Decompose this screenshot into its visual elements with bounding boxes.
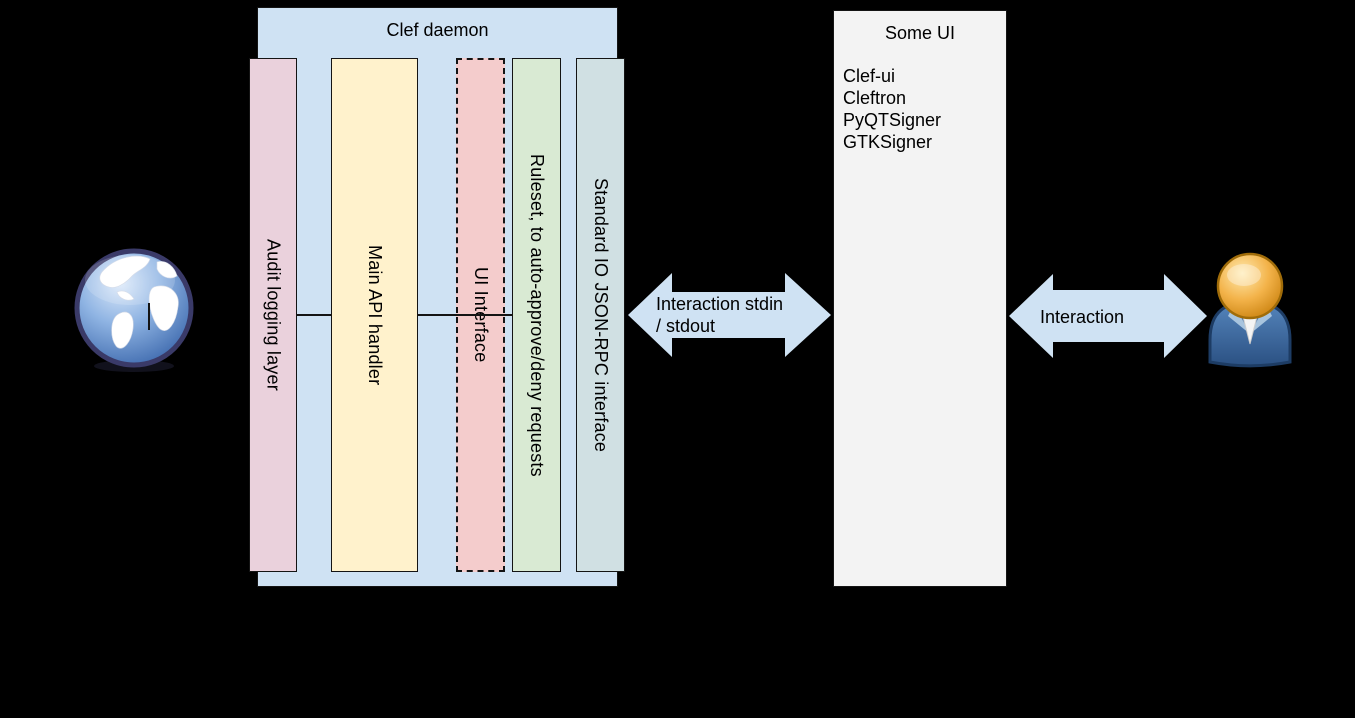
layer-audit-logging-label: Audit logging layer [263,239,284,391]
layer-ruleset-label: Ruleset, to auto-approve/deny requests [527,153,547,477]
layer-main-api-handler: Main API handler [331,58,418,572]
some-ui-item: Cleftron [843,88,907,108]
some-ui-item: PyQTSigner [843,110,942,130]
layer-audit-logging: Audit logging layer [249,58,297,572]
arrow-someui-user [1009,274,1207,358]
layer-main-api-handler-label: Main API handler [365,244,385,386]
some-ui-title: Some UI [884,23,956,43]
layer-ruleset: Ruleset, to auto-approve/deny requests [512,58,561,572]
arrow-daemon-someui-label: Interaction stdin / stdout [656,293,783,337]
connector-line-left [297,314,331,316]
some-ui-list: Clef-ui Cleftron PyQTSigner GTKSigner [843,65,941,153]
clef-daemon-title: Clef daemon [386,20,489,40]
arrow-daemon-someui [628,273,831,357]
clef-daemon-box: Clef daemon [257,7,618,587]
arrow-io-label-line2: / stdout [656,316,716,336]
some-ui-item: Clef-ui [843,66,896,86]
some-ui-item: GTKSigner [843,132,933,152]
some-ui-box: Some UI Clef-ui Cleftron PyQTSigner GTKS… [833,10,1007,587]
layer-stdio-jsonrpc-label: Standard IO JSON-RPC interface [591,177,611,453]
connector-line-right [418,314,513,316]
user-icon [1208,252,1292,368]
globe-connector-stub [148,303,150,330]
arrow-someui-user-label: Interaction [1040,307,1125,327]
globe-icon [74,248,194,372]
arrow-io-label-line1: Interaction stdin [656,294,784,314]
layer-stdio-jsonrpc: Standard IO JSON-RPC interface [576,58,625,572]
